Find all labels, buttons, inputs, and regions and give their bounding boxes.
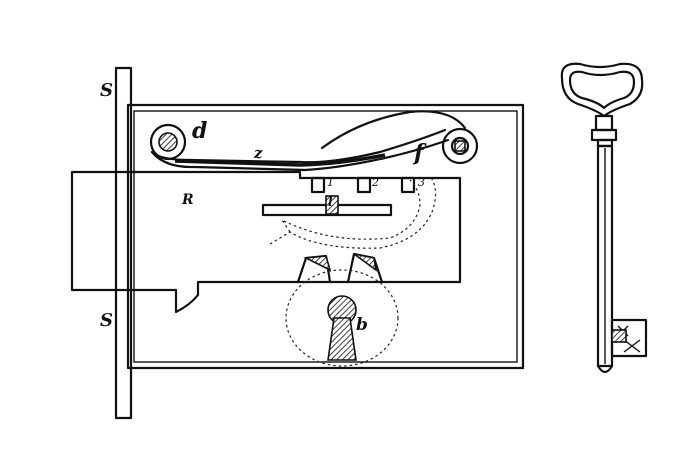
lock-case xyxy=(126,103,525,370)
notch-1 xyxy=(310,176,326,194)
keyhole xyxy=(327,295,357,361)
label-s-top: S xyxy=(100,80,113,101)
notch-2 xyxy=(356,176,372,194)
label-r: R xyxy=(181,192,194,208)
label-3: 3 xyxy=(418,176,425,189)
tumbler-lever xyxy=(149,110,479,172)
bolt xyxy=(70,170,462,314)
label-l: l xyxy=(328,195,333,209)
label-b: b xyxy=(356,315,368,335)
face-plate xyxy=(114,66,133,420)
stump xyxy=(325,195,339,215)
label-z: z xyxy=(253,144,263,162)
key-sweep xyxy=(269,175,437,367)
label-d: d xyxy=(192,118,207,144)
label-2: 2 xyxy=(371,176,379,189)
label-s-bottom: S xyxy=(100,310,113,331)
notch-3 xyxy=(400,176,416,194)
key-illustration xyxy=(560,62,648,374)
label-f: f xyxy=(412,140,427,166)
label-1: 1 xyxy=(327,176,334,189)
